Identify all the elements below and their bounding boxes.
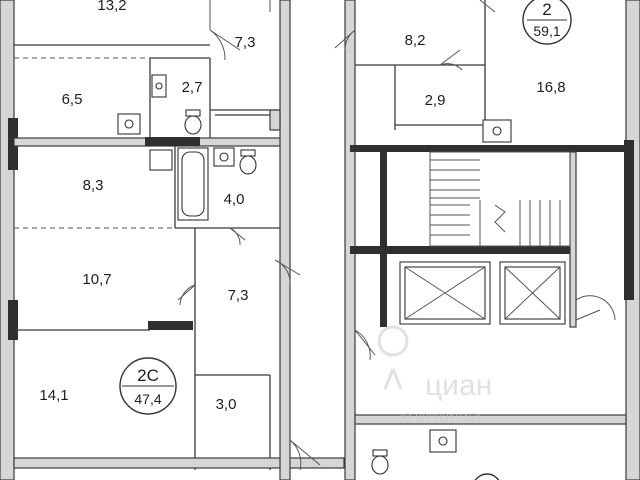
apartment-area: 47,4 — [134, 391, 161, 407]
elevator-shafts — [399, 261, 566, 325]
plumbing-fixtures — [117, 74, 512, 475]
apartment-badge-2: 2 59,1 — [522, 0, 572, 45]
stairwell — [429, 151, 571, 247]
room-area-14-1: 14,1 — [39, 387, 68, 404]
room-area-2-9: 2,9 — [425, 92, 446, 109]
room-labels: 13,2 7,3 8,2 6,5 2,7 2,9 16,8 8,3 4,0 10… — [39, 0, 565, 413]
watermark-id: ID 3000312451 — [400, 411, 482, 425]
watermark-brand: циан — [425, 369, 492, 402]
room-area-2-7: 2,7 — [182, 79, 203, 96]
door-swings — [177, 0, 616, 471]
room-area-7-3-top: 7,3 — [235, 34, 256, 51]
apartment-number: 2 — [542, 0, 551, 19]
apartment-number: 2С — [137, 366, 159, 385]
room-area-7-3-mid: 7,3 — [228, 287, 249, 304]
apartment-area: 59,1 — [533, 23, 560, 39]
central-corridor — [209, 0, 356, 480]
room-area-3-0: 3,0 — [216, 396, 237, 413]
toilet-icon — [239, 155, 257, 175]
room-area-6-5: 6,5 — [62, 91, 83, 108]
toilet-icon — [184, 115, 202, 135]
map-pin-icon — [377, 325, 409, 390]
toilet-icon — [371, 455, 389, 475]
apartment-badge-2c: 2С 47,4 — [119, 357, 177, 415]
room-area-10-7: 10,7 — [82, 271, 111, 288]
watermark: циан ID 3000312451 — [377, 325, 492, 425]
room-area-8-2: 8,2 — [405, 32, 426, 49]
room-area-4-0: 4,0 — [224, 191, 245, 208]
room-area-8-3: 8,3 — [83, 177, 104, 194]
apartment-badge-partial — [474, 473, 500, 480]
room-area-13-2: 13,2 — [97, 0, 126, 14]
room-area-16-8: 16,8 — [536, 79, 565, 96]
sink-icon — [149, 149, 173, 171]
left-apartment-walls — [13, 44, 345, 470]
right-apartment-walls — [350, 0, 627, 425]
